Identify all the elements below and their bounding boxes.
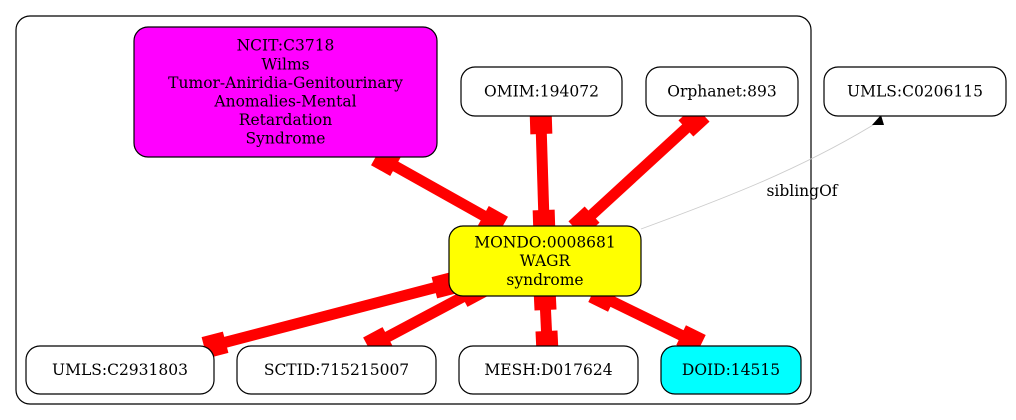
node-ncit[interactable]: NCIT:C3718WilmsTumor-Aniridia-Genitourin… [133, 26, 438, 158]
edge-endcap-start [529, 111, 553, 135]
node-orphanet[interactable]: Orphanet:893 [645, 66, 799, 117]
node-label-line: MONDO:0008681 [474, 234, 616, 252]
node-label-line: SCTID:715215007 [264, 361, 409, 379]
node-doid[interactable]: DOID:14515 [660, 345, 802, 395]
cluster-box [15, 15, 812, 405]
node-box [460, 66, 623, 117]
node-box [448, 225, 642, 297]
node-box [645, 66, 799, 117]
node-label-line: UMLS:C2931803 [52, 361, 188, 379]
edge-ncit-mondo [371, 146, 508, 236]
node-box [660, 345, 802, 395]
node-label-line: DOID:14515 [682, 361, 780, 379]
node-label-line: syndrome [506, 271, 583, 289]
node-box [133, 26, 438, 158]
node-box [458, 345, 639, 395]
node-label-line: UMLS:C0206115 [847, 83, 983, 101]
node-label-line: Wilms [261, 55, 309, 73]
node-label-line: Retardation [239, 111, 332, 129]
node-umls-c2931803[interactable]: UMLS:C2931803 [25, 345, 215, 395]
arrowhead-icon [872, 115, 884, 125]
node-label-line: WAGR [520, 252, 572, 270]
node-mesh[interactable]: MESH:D017624 [458, 345, 639, 395]
node-umls-c0206115[interactable]: UMLS:C0206115 [823, 66, 1007, 117]
edge-orphanet-mondo [568, 105, 710, 238]
node-sctid[interactable]: SCTID:715215007 [236, 345, 437, 395]
edge-label-sibling-of: siblingOf [766, 182, 838, 200]
node-label-line: Syndrome [246, 130, 326, 148]
node-label-line: Anomalies-Mental [213, 93, 356, 111]
node-omim[interactable]: OMIM:194072 [460, 66, 623, 117]
node-label-line: Tumor-Aniridia-Genitourinary [168, 74, 403, 92]
node-label-line: OMIM:194072 [484, 83, 599, 101]
node-label-line: NCIT:C3718 [237, 37, 335, 55]
node-label-line: Orphanet:893 [667, 83, 776, 101]
edge-omim-mondo [529, 111, 556, 233]
edge-sibling-of: siblingOf [640, 115, 884, 230]
edge-mondo-mesh [533, 287, 559, 354]
node-label-line: MESH:D017624 [484, 361, 612, 379]
node-box [25, 345, 215, 395]
nodes-layer: NCIT:C3718WilmsTumor-Aniridia-Genitourin… [25, 26, 1007, 395]
node-box [823, 66, 1007, 117]
node-box [236, 345, 437, 395]
